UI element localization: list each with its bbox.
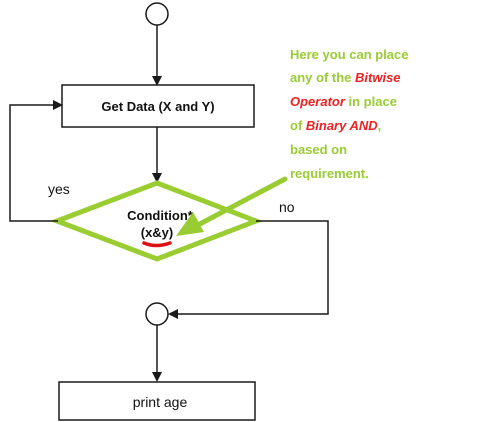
- note-line-5: based on: [290, 142, 347, 157]
- arrow-no-branch: [168, 220, 329, 319]
- annotation-pointer-head: [176, 212, 204, 236]
- annotation-pointer-shaft: [193, 176, 288, 229]
- connector-node: [145, 302, 169, 326]
- note-line-4-prefix: of: [290, 118, 306, 133]
- process-print-age: [58, 381, 256, 421]
- decision-condition: [49, 180, 263, 262]
- process-print-age-label: print age: [133, 394, 188, 410]
- decision-expression: (x&y): [141, 225, 174, 240]
- note-line-4: of Binary AND,: [290, 118, 381, 133]
- process-get-data: [61, 84, 255, 128]
- note-line-1: Here you can place: [290, 47, 409, 62]
- arrow-yes-loop: [9, 100, 63, 222]
- note-bitwise: Bitwise: [355, 70, 401, 85]
- branch-yes-label: yes: [48, 181, 70, 197]
- annotation-note: Here you can place any of the Bitwise Op…: [290, 47, 409, 181]
- branch-no-label: no: [279, 199, 295, 215]
- expression-underline: [142, 241, 172, 248]
- process-get-data-label: Get Data (X and Y): [101, 99, 214, 114]
- note-line-4-suffix: ,: [378, 118, 382, 133]
- note-line-3-suffix: in place: [345, 94, 397, 109]
- note-line-3: Operator in place: [290, 94, 397, 109]
- note-line-2-prefix: any of the: [290, 70, 355, 85]
- start-node: [145, 2, 169, 26]
- note-line-2: any of the Bitwise: [290, 70, 401, 85]
- note-line-6: requirement.: [290, 166, 369, 181]
- note-operator: Operator: [290, 94, 346, 109]
- decision-label: Condition*: [127, 208, 194, 223]
- note-binary-and: Binary AND: [306, 118, 378, 133]
